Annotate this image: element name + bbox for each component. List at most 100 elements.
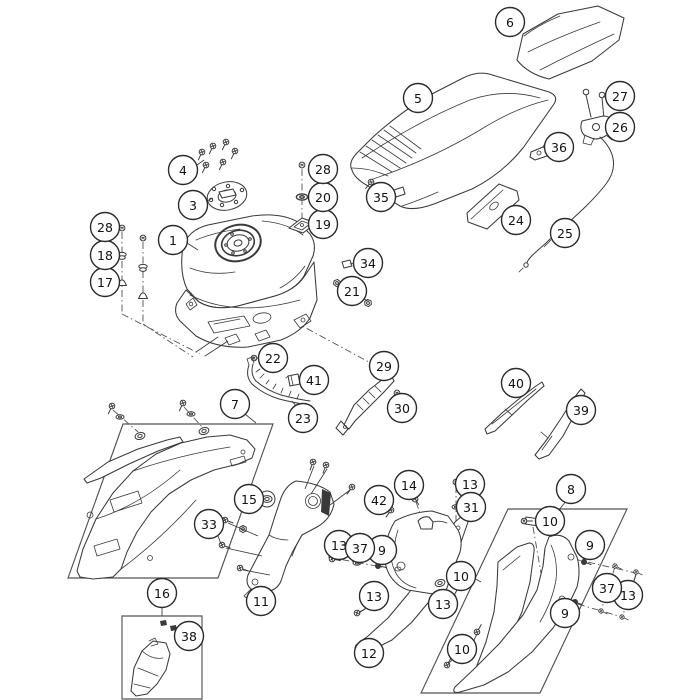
callout-26[interactable]: 26	[604, 111, 636, 143]
callout-circle[interactable]	[352, 247, 384, 279]
callout-circle[interactable]	[402, 82, 434, 114]
callout-1[interactable]: 1	[157, 224, 189, 256]
callout-10[interactable]: 10	[446, 633, 478, 665]
callout-28[interactable]: 28	[307, 153, 339, 185]
callout-21[interactable]: 21	[336, 275, 368, 307]
callout-6[interactable]: 6	[494, 6, 526, 38]
callout-19[interactable]: 19	[307, 208, 339, 240]
callout-28[interactable]: 28	[89, 211, 121, 243]
callout-circle[interactable]	[157, 224, 189, 256]
callout-circle[interactable]	[534, 505, 566, 537]
callout-circle[interactable]	[177, 189, 209, 221]
callout-8[interactable]: 8	[555, 473, 587, 505]
callout-13[interactable]: 13	[427, 588, 459, 620]
callout-circle[interactable]	[393, 469, 425, 501]
callout-41[interactable]: 41	[298, 364, 330, 396]
callout-36[interactable]: 36	[543, 131, 575, 163]
callout-circle[interactable]	[167, 154, 199, 186]
callout-22[interactable]: 22	[257, 342, 289, 374]
callout-17[interactable]: 17	[89, 266, 121, 298]
callout-9[interactable]: 9	[549, 597, 581, 629]
callout-3[interactable]: 3	[177, 189, 209, 221]
callout-38[interactable]: 38	[173, 620, 205, 652]
callout-31[interactable]: 31	[455, 491, 487, 523]
callout-29[interactable]: 29	[368, 350, 400, 382]
callout-circle[interactable]	[307, 153, 339, 185]
callout-10[interactable]: 10	[534, 505, 566, 537]
callout-circle[interactable]	[446, 633, 478, 665]
protection-foil-left	[484, 381, 545, 435]
callout-circle[interactable]	[555, 473, 587, 505]
callout-circle[interactable]	[146, 577, 178, 609]
callout-circle[interactable]	[363, 484, 395, 516]
callout-number: 37	[352, 541, 368, 556]
callout-27[interactable]: 27	[604, 80, 636, 112]
callout-13[interactable]: 13	[358, 580, 390, 612]
callout-circle[interactable]	[233, 483, 265, 515]
callout-25[interactable]: 25	[549, 217, 581, 249]
callout-circle[interactable]	[500, 204, 532, 236]
callout-circle[interactable]	[574, 529, 606, 561]
callout-20[interactable]: 20	[307, 181, 339, 213]
callout-circle[interactable]	[427, 588, 459, 620]
callout-circle[interactable]	[445, 560, 477, 592]
callout-circle[interactable]	[455, 491, 487, 523]
callout-circle[interactable]	[604, 111, 636, 143]
callout-circle[interactable]	[245, 585, 277, 617]
callout-39[interactable]: 39	[565, 394, 597, 426]
callout-circle[interactable]	[353, 637, 385, 669]
callout-34[interactable]: 34	[352, 247, 384, 279]
callout-circle[interactable]	[358, 580, 390, 612]
callout-24[interactable]: 24	[500, 204, 532, 236]
callout-9[interactable]: 9	[574, 529, 606, 561]
vent-hose-drawing	[246, 356, 311, 406]
callout-circle[interactable]	[604, 80, 636, 112]
callout-circle[interactable]	[500, 367, 532, 399]
callout-13[interactable]: 13	[454, 468, 486, 500]
callout-circle[interactable]	[219, 388, 251, 420]
callout-4[interactable]: 4	[167, 154, 199, 186]
callout-circle[interactable]	[549, 597, 581, 629]
callout-circle[interactable]	[368, 350, 400, 382]
assembly-axis-lines	[112, 169, 637, 619]
foil-fold-lines	[540, 431, 553, 451]
callout-circle[interactable]	[193, 508, 225, 540]
callout-33[interactable]: 33	[193, 508, 225, 540]
callout-number: 7	[231, 397, 239, 412]
callout-15[interactable]: 15	[233, 483, 265, 515]
callout-circle[interactable]	[287, 402, 319, 434]
callout-circle[interactable]	[494, 6, 526, 38]
callout-circle[interactable]	[336, 275, 368, 307]
callout-23[interactable]: 23	[287, 402, 319, 434]
callout-circle[interactable]	[591, 572, 623, 604]
callout-7[interactable]: 7	[219, 388, 251, 420]
callout-5[interactable]: 5	[402, 82, 434, 114]
callout-37[interactable]: 37	[591, 572, 623, 604]
washer-icon	[186, 411, 196, 417]
callout-40[interactable]: 40	[500, 367, 532, 399]
callout-11[interactable]: 11	[245, 585, 277, 617]
callout-circle[interactable]	[89, 211, 121, 243]
callout-circle[interactable]	[344, 532, 376, 564]
callout-circle[interactable]	[173, 620, 205, 652]
callout-12[interactable]: 12	[353, 637, 385, 669]
callout-circle[interactable]	[549, 217, 581, 249]
callout-18[interactable]: 18	[89, 239, 121, 271]
callout-circle[interactable]	[543, 131, 575, 163]
callout-circle[interactable]	[386, 392, 418, 424]
cable-end	[523, 262, 529, 268]
tank-mount-holes	[188, 301, 306, 324]
callout-42[interactable]: 42	[363, 484, 395, 516]
callout-35[interactable]: 35	[365, 181, 397, 213]
callout-14[interactable]: 14	[393, 469, 425, 501]
callout-16[interactable]: 16	[146, 577, 178, 609]
callout-10[interactable]: 10	[445, 560, 477, 592]
callout-circle[interactable]	[565, 394, 597, 426]
callout-circle[interactable]	[298, 364, 330, 396]
callout-circle[interactable]	[257, 342, 289, 374]
callout-37[interactable]: 37	[344, 532, 376, 564]
callout-number: 37	[599, 581, 615, 596]
callout-30[interactable]: 30	[386, 392, 418, 424]
callout-circle[interactable]	[365, 181, 397, 213]
tool-pad-outline	[466, 183, 520, 230]
